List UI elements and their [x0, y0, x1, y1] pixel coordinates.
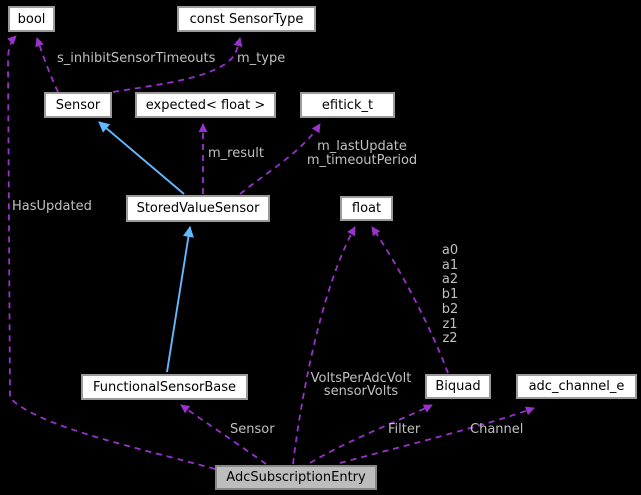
edge-label-m-result: m_result [208, 146, 264, 161]
node-expected-float[interactable]: expected< float > [135, 92, 276, 118]
edge-label-channel: Channel [470, 422, 524, 437]
edge-label-line: sensorVolts [323, 384, 399, 400]
edge-label-m-type: m_type [237, 51, 286, 66]
edge-sensor-to-bool-sinhibitsensortimeouts [35, 37, 59, 93]
edge-label-biquad-coefficients: a0 a1 a2 b1 b2 z1 z2 [436, 243, 464, 347]
node-const-sensortype[interactable]: const SensorType [177, 6, 316, 32]
edge-label-line: z1 [442, 316, 458, 332]
edge-storedvaluesensor-to-efitickt-mlastupdate [239, 123, 321, 195]
node-biquad[interactable]: Biquad [425, 374, 491, 399]
edge-label-line: m_timeoutPeriod [306, 153, 418, 168]
edge-label-sensor: Sensor [230, 422, 275, 437]
edge-sensor-to-constsensortype-mtype [112, 37, 243, 93]
edge-adcsubscriptionentry-to-bool-hasupdated [7, 35, 216, 470]
edge-label-line: b2 [441, 301, 459, 317]
edge-adcsubscriptionentry-to-biquad-filter [309, 404, 433, 464]
edge-label-hasupdated: HasUpdated [12, 199, 92, 214]
edge-adcsubscriptionentry-to-functionalsensorbase-sensor [180, 404, 267, 465]
edge-biquad-to-float-coefficients [371, 226, 449, 374]
edge-label-line: a0 [441, 243, 459, 258]
node-float[interactable]: float [340, 196, 393, 221]
edge-adcsubscriptionentry-to-float-volts [292, 226, 356, 465]
edge-label-filter: Filter [388, 422, 421, 437]
edge-inheritance-functionalsensorbase-to-storedvaluesensor [166, 225, 194, 373]
node-sensor[interactable]: Sensor [44, 92, 112, 118]
edge-inheritance-storedvaluesensor-to-sensor [98, 121, 185, 195]
edge-label-line: a2 [441, 272, 459, 288]
edge-label-line: VoltsPerAdcVolt [310, 371, 412, 386]
edge-label-line: z2 [442, 331, 458, 347]
node-storedvaluesensor[interactable]: StoredValueSensor [126, 195, 270, 222]
edge-label-line: a1 [441, 257, 459, 273]
edge-label-voltsperadcvolt-sensorvolts: VoltsPerAdcVolt sensorVolts [306, 372, 416, 399]
edge-adcsubscriptionentry-to-adcchannele-channel [339, 406, 535, 464]
edge-label-line: b1 [441, 287, 459, 303]
edge-label-s-inhibitsensortimeouts: s_inhibitSensorTimeouts [57, 51, 216, 66]
node-adc-channel-e[interactable]: adc_channel_e [516, 374, 637, 399]
node-bool[interactable]: bool [8, 6, 55, 32]
node-adcsubscriptionentry[interactable]: AdcSubscriptionEntry [215, 465, 377, 490]
node-functionalsensorbase[interactable]: FunctionalSensorBase [81, 374, 248, 400]
node-efitick-t[interactable]: efitick_t [300, 92, 395, 118]
edge-label-m-lastupdate-m-timeoutperiod: m_lastUpdate m_timeoutPeriod [302, 140, 422, 168]
edge-label-line: m_lastUpdate [317, 139, 407, 154]
